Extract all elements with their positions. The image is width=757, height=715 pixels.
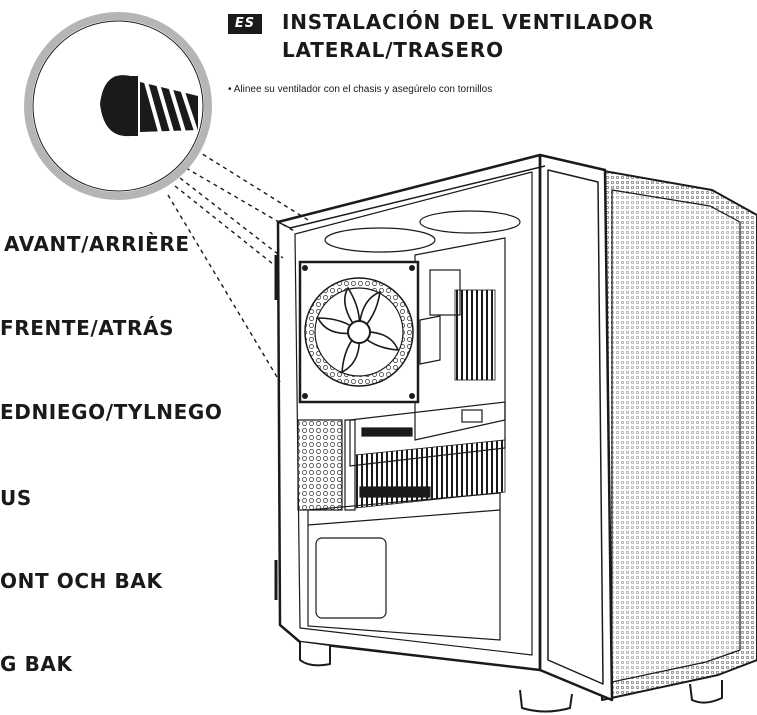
left-title-pl: EDNIEGO/TYLNEGO	[0, 400, 223, 424]
left-title-4: US	[0, 486, 32, 510]
pc-case	[274, 153, 757, 713]
screw-icon	[100, 75, 198, 137]
left-title-fr: AVANT/ARRIÈRE	[4, 232, 190, 256]
leader-lines	[167, 149, 309, 383]
instruction-text: • Alinee su ventilador con el chasis y a…	[228, 84, 493, 95]
section-title-line-2: LATERAL/TRASERO	[282, 38, 504, 62]
left-title-sv: ONT OCH BAK	[0, 569, 163, 593]
section-title-line-1: INSTALACIÓN DEL VENTILADOR	[282, 10, 655, 34]
case-interior	[297, 210, 521, 641]
language-badge: ES	[228, 14, 262, 34]
fan-icon	[298, 260, 420, 404]
left-title-pt: FRENTE/ATRÁS	[0, 316, 175, 340]
left-title-6: G BAK	[0, 652, 73, 676]
